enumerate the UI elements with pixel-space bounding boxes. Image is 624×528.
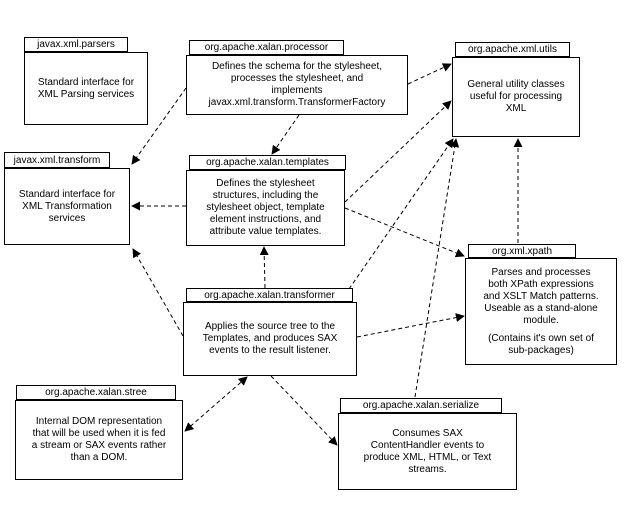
package-tab-title: org.apache.xalan.serialize xyxy=(340,398,502,413)
edge-templates-to-utils xyxy=(344,100,452,203)
package-description: General utility classes useful for proce… xyxy=(452,57,580,137)
package-tab-title: org.apache.xalan.transformer xyxy=(186,288,353,302)
edge-processor-to-templates xyxy=(271,114,300,155)
package-description: Standard interface for XML Parsing servi… xyxy=(24,52,148,125)
package-tab-title: javax.xml.transform xyxy=(4,152,110,168)
edge-processor-to-transform xyxy=(131,87,187,165)
edge-templates-to-xpath xyxy=(344,207,465,258)
package-description-main: Parses and processes both XPath expressi… xyxy=(483,266,599,326)
edge-processor-to-utils xyxy=(407,63,452,85)
edge-transformer-to-utils xyxy=(348,138,454,290)
edge-serialize-to-utils xyxy=(414,138,460,398)
package-description-note: (Contains it's own set of sub-packages) xyxy=(488,332,594,356)
package-tab-title: org.apache.xalan.processor xyxy=(189,40,344,55)
edge-transformer-to-xpath xyxy=(356,313,465,338)
package-description: Parses and processes both XPath expressi… xyxy=(465,258,617,365)
edge-transformer-stree-bidirectional xyxy=(184,376,248,432)
package-tab-title: org.apache.xml.utils xyxy=(455,42,570,57)
package-tab-title: javax.xml.parsers xyxy=(24,37,128,52)
package-tab-title: org.xml.xpath xyxy=(468,244,576,258)
package-description: Defines the schema for the stylesheet, p… xyxy=(186,55,408,115)
package-description: Applies the source tree to the Templates… xyxy=(183,302,357,376)
package-tab-title: org.apache.xalan.templates xyxy=(189,155,346,170)
package-description: Defines the stylesheet structures, inclu… xyxy=(186,170,345,246)
edge-transformer-to-serialize xyxy=(270,375,338,446)
package-description: Standard interface for XML Transformatio… xyxy=(4,168,130,245)
edge-transformer-to-templates xyxy=(259,246,269,289)
package-description: Internal DOM representation that will be… xyxy=(15,400,183,480)
package-tab-title: org.apache.xalan.stree xyxy=(16,385,176,400)
package-description: Consumes SAX ContentHandler events to pr… xyxy=(338,413,517,490)
edge-transformer-to-transform xyxy=(132,248,184,337)
